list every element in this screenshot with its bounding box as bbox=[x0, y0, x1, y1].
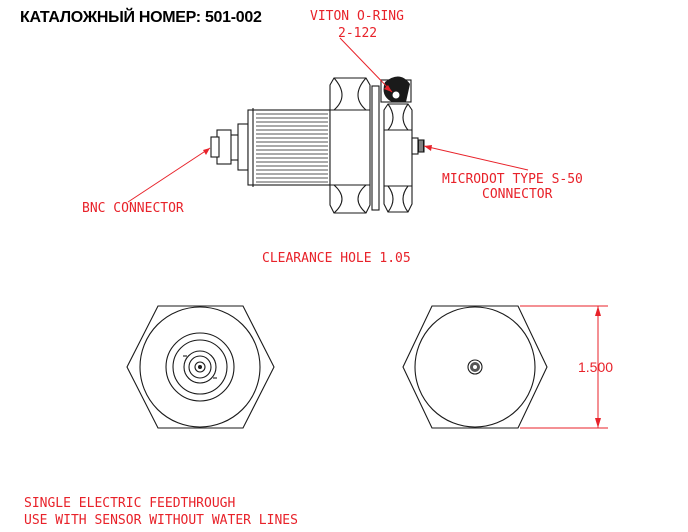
microdot-label-line1: MICRODOT TYPE S-50 bbox=[442, 172, 583, 187]
oring-leader bbox=[339, 37, 393, 93]
oring-label-line2: 2-122 bbox=[338, 26, 377, 41]
threaded-body bbox=[247, 108, 331, 187]
mounting-plate bbox=[371, 85, 380, 211]
dimension-value: 1.500 bbox=[578, 359, 613, 375]
hex-nut bbox=[329, 77, 371, 214]
clearance-hole-label: CLEARANCE HOLE 1.05 bbox=[262, 251, 411, 266]
microdot-connector-shape bbox=[411, 137, 425, 155]
rear-nut bbox=[383, 103, 413, 213]
oring-label-line1: VITON O-RING bbox=[310, 9, 404, 24]
leader-lines bbox=[127, 37, 529, 203]
note-line2: USE WITH SENSOR WITHOUT WATER LINES bbox=[24, 513, 298, 528]
catalog-number-title: КАТАЛОЖНЫЙ НОМЕР: 501-002 bbox=[20, 9, 262, 26]
front-view-bnc bbox=[126, 305, 275, 429]
bnc-label: BNC CONNECTOR bbox=[82, 201, 184, 216]
dimension-1500: 1.500 bbox=[520, 305, 613, 429]
note-line1: SINGLE ELECTRIC FEEDTHROUGH bbox=[24, 496, 235, 511]
front-view-microdot bbox=[402, 305, 548, 429]
microdot-label-line2: CONNECTOR bbox=[482, 187, 553, 202]
microdot-leader bbox=[423, 145, 529, 171]
o-ring-flange bbox=[380, 76, 412, 103]
bnc-connector-shape bbox=[210, 123, 249, 171]
bnc-leader bbox=[127, 147, 211, 203]
side-view bbox=[210, 76, 425, 214]
